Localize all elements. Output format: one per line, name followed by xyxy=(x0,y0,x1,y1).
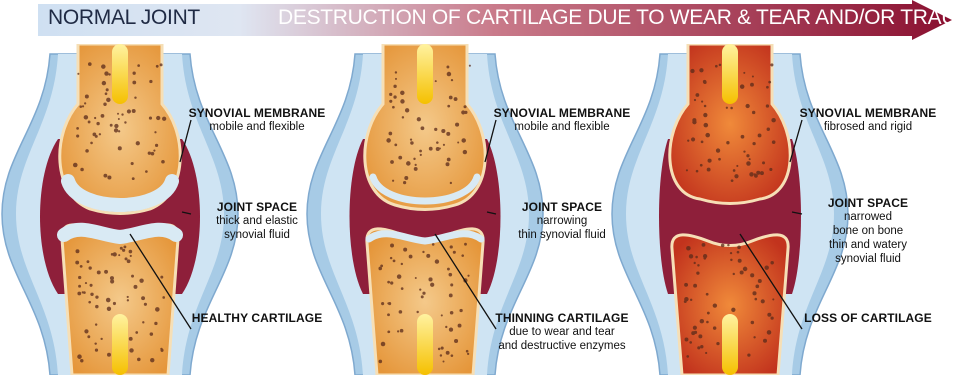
upper-marrow xyxy=(112,44,128,104)
label-heading: HEALTHY CARTILAGE xyxy=(187,311,327,325)
label-detail: bone on bone xyxy=(798,224,938,238)
lower-cartilage xyxy=(64,230,176,237)
label-detail: thin and watery xyxy=(798,238,938,252)
label-detail: thick and elastic xyxy=(187,214,327,228)
label-heading: SYNOVIAL MEMBRANE xyxy=(798,106,938,120)
label-detail: mobile and flexible xyxy=(492,120,632,134)
normal-label-2: HEALTHY CARTILAGE xyxy=(187,311,327,325)
label-heading: JOINT SPACE xyxy=(492,200,632,214)
label-detail: due to wear and tear xyxy=(492,325,632,339)
label-detail: narrowing xyxy=(492,214,632,228)
lower-marrow xyxy=(112,314,128,375)
label-heading: LOSS OF CARTILAGE xyxy=(798,311,938,325)
label-detail: narrowed xyxy=(798,210,938,224)
label-heading: JOINT SPACE xyxy=(187,200,327,214)
upper-marrow xyxy=(722,44,738,104)
lower-marrow xyxy=(722,314,738,375)
banner-title-normal: NORMAL JOINT xyxy=(48,6,200,30)
label-detail: and destructive enzymes xyxy=(492,339,632,353)
label-heading: SYNOVIAL MEMBRANE xyxy=(492,106,632,120)
label-detail: synovial fluid xyxy=(798,252,938,266)
banner-title-destruction: DESTRUCTION OF CARTILAGE DUE TO WEAR & T… xyxy=(278,6,953,30)
label-heading: THINNING CARTILAGE xyxy=(492,311,632,325)
label-heading: JOINT SPACE xyxy=(798,196,938,210)
loss-label-2: LOSS OF CARTILAGE xyxy=(798,311,938,325)
label-detail: thin synovial fluid xyxy=(492,228,632,242)
upper-marrow xyxy=(417,44,433,104)
label-detail: fibrosed and rigid xyxy=(798,120,938,134)
label-heading: SYNOVIAL MEMBRANE xyxy=(187,106,327,120)
label-detail: mobile and flexible xyxy=(187,120,327,134)
label-detail: synovial fluid xyxy=(187,228,327,242)
lower-marrow xyxy=(417,314,433,375)
